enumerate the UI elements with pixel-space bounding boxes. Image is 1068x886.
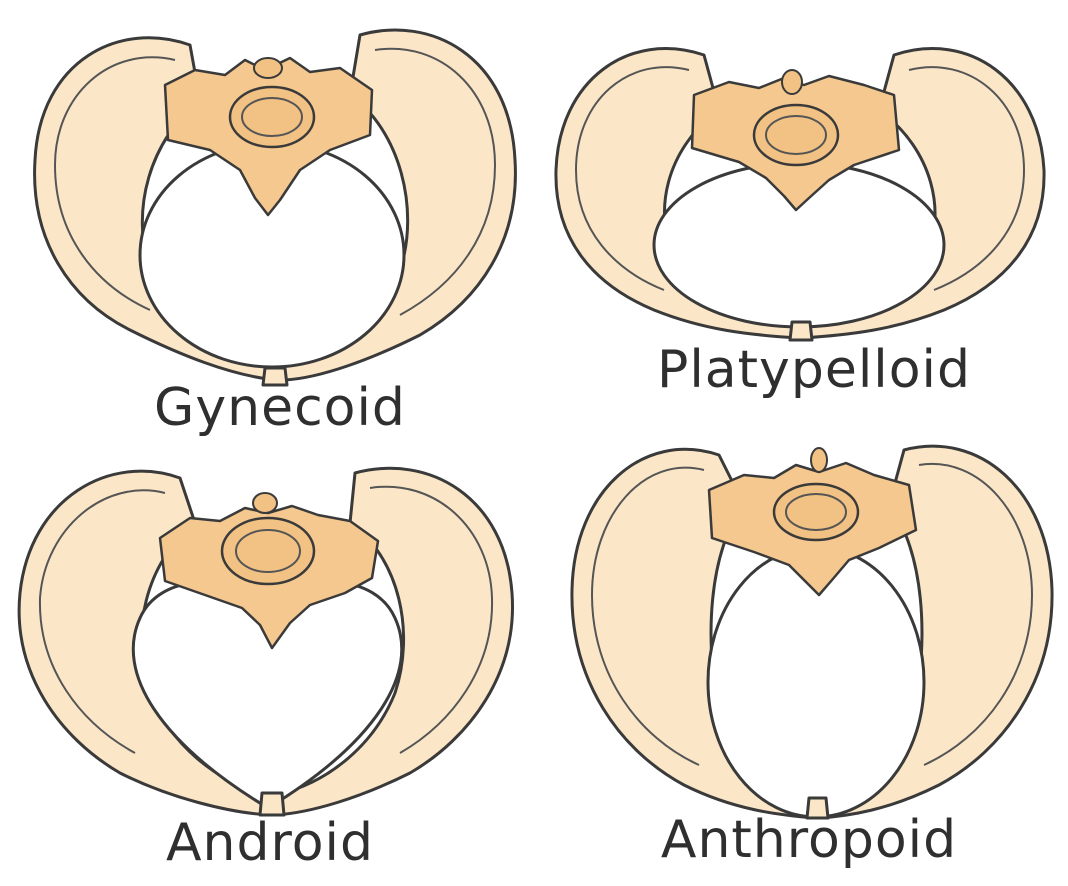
label-android: Android bbox=[130, 813, 410, 873]
pelvis-panel-android: Android bbox=[0, 443, 534, 886]
pelvis-panel-platypelloid: Platypelloid bbox=[534, 0, 1068, 420]
pelvis-panel-gynecoid: Gynecoid bbox=[0, 0, 534, 443]
pelvis-panel-anthropoid: Anthropoid bbox=[534, 420, 1068, 886]
label-anthropoid: Anthropoid bbox=[629, 810, 989, 870]
gynecoid-pelvis-illustration bbox=[0, 0, 534, 443]
label-gynecoid: Gynecoid bbox=[130, 378, 430, 438]
label-platypelloid: Platypelloid bbox=[624, 340, 1004, 400]
